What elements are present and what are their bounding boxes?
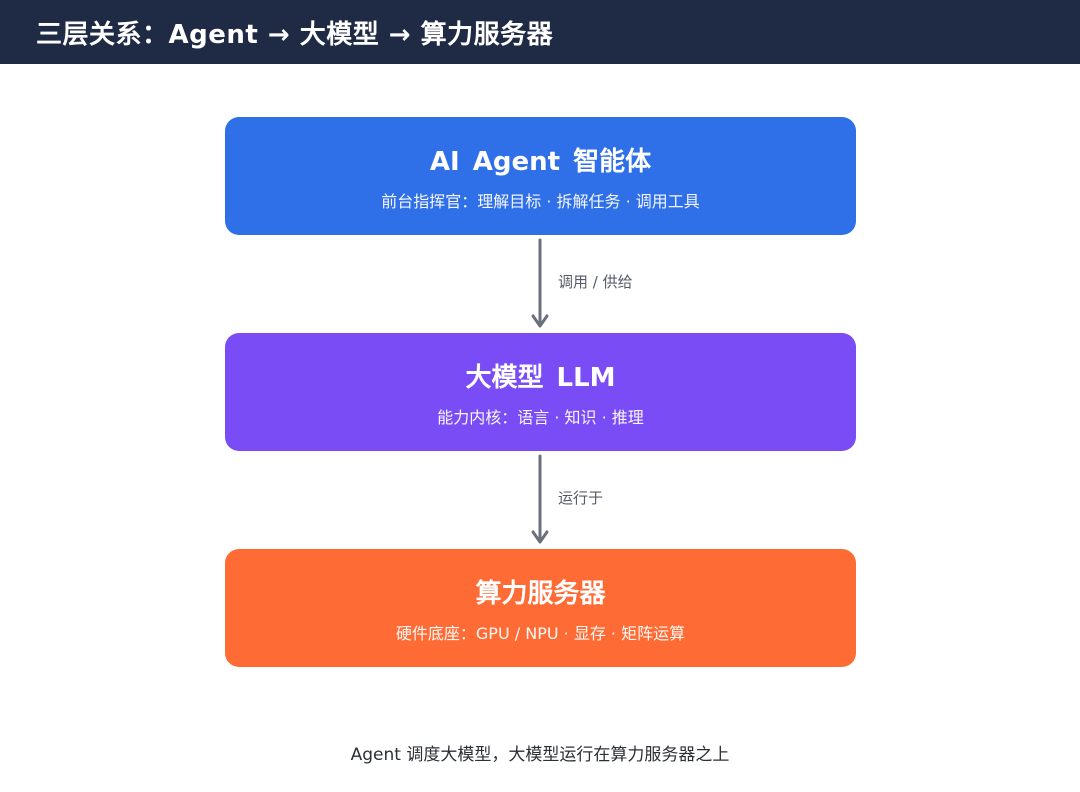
- connector-label-runs-on: 运行于: [558, 489, 604, 507]
- down-arrow-icon: [531, 454, 549, 544]
- caption-text: Agent 调度大模型，大模型运行在算力服务器之上: [350, 745, 730, 765]
- layer-llm-title: 大模型 LLM: [465, 362, 616, 393]
- layer-agent-title: AI Agent 智能体: [429, 146, 652, 177]
- layer-compute-box: 算力服务器 硬件底座：GPU / NPU · 显存 · 矩阵运算: [225, 549, 856, 667]
- page-title: 三层关系：Agent → 大模型 → 算力服务器: [36, 19, 554, 50]
- layer-agent-box: AI Agent 智能体 前台指挥官：理解目标 · 拆解任务 · 调用工具: [225, 117, 856, 235]
- layer-agent-description: 前台指挥官：理解目标 · 拆解任务 · 调用工具: [381, 191, 700, 211]
- header-bar: 三层关系：Agent → 大模型 → 算力服务器: [0, 0, 1080, 64]
- down-arrow-icon: [531, 238, 549, 328]
- connector-label-invoke: 调用 / 供给: [558, 273, 633, 291]
- layer-llm-box: 大模型 LLM 能力内核：语言 · 知识 · 推理: [225, 333, 856, 451]
- layer-compute-title: 算力服务器: [475, 578, 606, 609]
- layer-llm-description: 能力内核：语言 · 知识 · 推理: [437, 407, 644, 427]
- layer-compute-description: 硬件底座：GPU / NPU · 显存 · 矩阵运算: [395, 623, 686, 643]
